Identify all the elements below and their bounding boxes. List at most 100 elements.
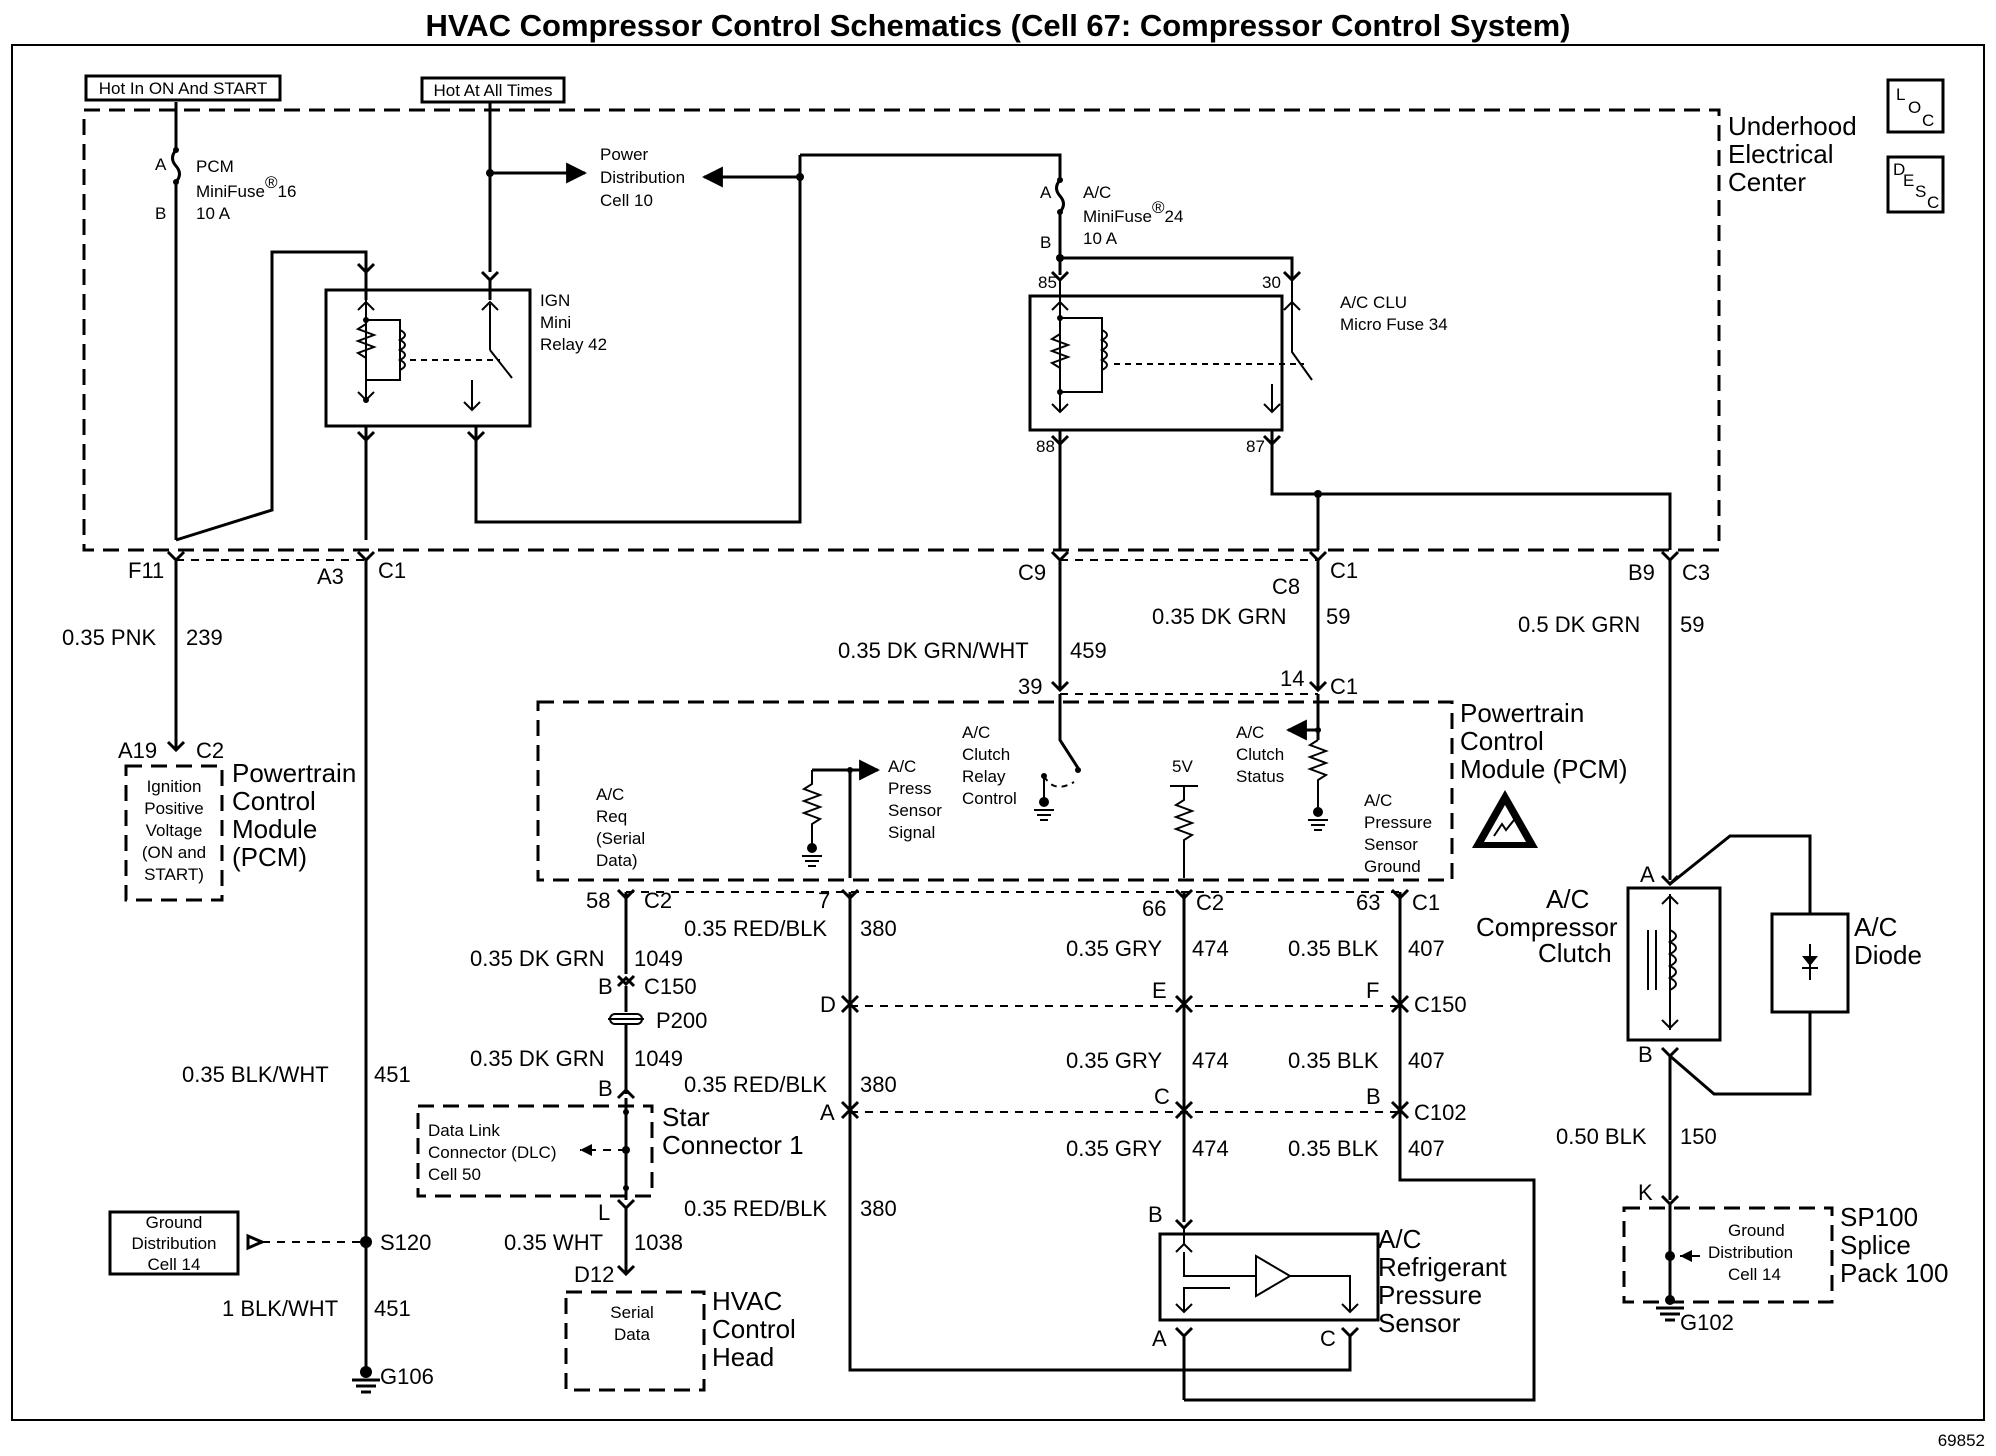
svg-text:A/C: A/C: [1546, 884, 1589, 914]
esd-warning-icon: [1472, 790, 1538, 848]
star-connector-1: Data Link Connector (DLC) Cell 50 Star C…: [416, 1098, 804, 1200]
wire-407b-number: 407: [1408, 1048, 1445, 1073]
svg-text:C2: C2: [196, 738, 224, 763]
pcm-main-box: [536, 700, 1454, 882]
svg-text:A/C: A/C: [1364, 791, 1392, 810]
svg-text:Req: Req: [596, 807, 627, 826]
svg-text:5V: 5V: [1172, 757, 1193, 776]
svg-text:O: O: [1908, 98, 1921, 117]
connector-p200: P200: [608, 1008, 707, 1033]
svg-text:Data): Data): [596, 851, 638, 870]
svg-text:Relay: Relay: [962, 767, 1006, 786]
pcm-press-sensor-circuit: A/C Press Sensor Signal: [801, 757, 942, 878]
svg-text:A3: A3: [317, 564, 344, 589]
svg-text:C9: C9: [1018, 560, 1046, 585]
svg-text:Pack 100: Pack 100: [1840, 1258, 1948, 1288]
wire-59b-number: 59: [1680, 612, 1704, 637]
svg-text:88: 88: [1036, 437, 1055, 456]
pcm-main-name-3: Module (PCM): [1460, 754, 1628, 784]
wire-239-number: 239: [186, 625, 223, 650]
svg-text:58: 58: [586, 888, 610, 913]
svg-text:F11: F11: [128, 558, 164, 583]
diagram-title: HVAC Compressor Control Schematics (Cell…: [426, 8, 1571, 43]
svg-text:Cell 14: Cell 14: [1728, 1265, 1781, 1284]
svg-text:Pressure: Pressure: [1364, 813, 1432, 832]
svg-text:C: C: [1154, 1084, 1170, 1109]
svg-text:C102: C102: [1414, 1100, 1467, 1125]
svg-text:A: A: [155, 155, 167, 174]
hot-on-start-box: [84, 74, 282, 102]
svg-text:A19: A19: [118, 738, 157, 763]
sp100-splice-pack: Ground Distribution Cell 14 SP100 Splice…: [1622, 1202, 1948, 1304]
wire-459-number: 459: [1070, 638, 1107, 663]
top-connector-row: F11 A3 C1 C9 C8 C1 B9 C3: [128, 550, 1710, 599]
hot-on-start-label: Hot In ON And START: [99, 79, 268, 98]
wire-380c-gauge: 0.35 RED/BLK: [684, 1196, 827, 1221]
svg-text:(ON and: (ON and: [142, 843, 206, 862]
svg-text:A/C: A/C: [962, 723, 990, 742]
svg-text:C1: C1: [1330, 558, 1358, 583]
svg-text:F: F: [1366, 978, 1379, 1003]
svg-text:A/C: A/C: [1854, 912, 1897, 942]
svg-text:Star: Star: [662, 1102, 710, 1132]
svg-text:Ground: Ground: [146, 1213, 203, 1232]
svg-text:SP100: SP100: [1840, 1202, 1918, 1232]
svg-text:S120: S120: [380, 1230, 431, 1255]
figure-number: 69852: [1938, 1431, 1985, 1450]
svg-text:MiniFuse®24: MiniFuse®24: [1083, 198, 1183, 227]
svg-text:Data Link: Data Link: [428, 1121, 500, 1140]
svg-text:Positive: Positive: [144, 799, 204, 818]
wire-474b-gauge: 0.35 GRY: [1066, 1048, 1163, 1073]
wire-1038-number: 1038: [634, 1230, 683, 1255]
svg-text:Relay 42: Relay 42: [540, 335, 607, 354]
ground-g102-icon: G102: [1656, 1295, 1734, 1335]
svg-text:Sensor: Sensor: [1378, 1308, 1461, 1338]
ac-diode: A/C Diode: [1770, 912, 1922, 1014]
svg-text:C: C: [1927, 193, 1939, 212]
loc-legend-icon: L O C: [1886, 78, 1945, 134]
svg-text:Module: Module: [232, 814, 317, 844]
underhood-electrical-center-box: [82, 108, 1721, 552]
wire-239-gauge: 0.35 PNK: [62, 625, 156, 650]
svg-text:P200: P200: [656, 1008, 707, 1033]
wire-380b-gauge: 0.35 RED/BLK: [684, 1072, 827, 1097]
splice-s120: [360, 1236, 372, 1248]
wire-474b-number: 474: [1192, 1048, 1229, 1073]
svg-text:A: A: [1152, 1326, 1167, 1351]
wire-59a-number: 59: [1326, 604, 1350, 629]
svg-text:Control: Control: [232, 786, 316, 816]
svg-text:C: C: [1922, 111, 1934, 130]
wire-59a-gauge: 0.35 DK GRN: [1152, 604, 1287, 629]
svg-text:PCM: PCM: [196, 157, 234, 176]
wire-380b-number: 380: [860, 1072, 897, 1097]
underhood-label-3: Center: [1728, 167, 1806, 197]
svg-text:C1: C1: [1330, 674, 1358, 699]
wire-1049b-number: 1049: [634, 1046, 683, 1071]
svg-text:Connector 1: Connector 1: [662, 1130, 804, 1160]
power-dist-label-1: Power: [600, 145, 649, 164]
svg-text:Sensor: Sensor: [1364, 835, 1418, 854]
svg-text:Press: Press: [888, 779, 931, 798]
svg-text:Cell 50: Cell 50: [428, 1165, 481, 1184]
wire-1049a-gauge: 0.35 DK GRN: [470, 946, 605, 971]
svg-text:L: L: [598, 1200, 610, 1225]
power-dist-label-3: Cell 10: [600, 191, 653, 210]
svg-text:B9: B9: [1628, 560, 1655, 585]
wire-474c-number: 474: [1192, 1136, 1229, 1161]
svg-text:L: L: [1896, 85, 1905, 104]
pcm-main-name-1: Powertrain: [1460, 698, 1584, 728]
svg-text:A/C: A/C: [1236, 723, 1264, 742]
svg-text:Connector (DLC): Connector (DLC): [428, 1143, 557, 1162]
wire-1049a-number: 1049: [634, 946, 683, 971]
desc-legend-icon: D E S C: [1886, 155, 1945, 214]
wire-474c-gauge: 0.35 GRY: [1066, 1136, 1163, 1161]
wire-380a-number: 380: [860, 916, 897, 941]
svg-text:Clutch: Clutch: [962, 745, 1010, 764]
wire-1038-gauge: 0.35 WHT: [504, 1230, 603, 1255]
svg-text:Clutch: Clutch: [1538, 938, 1612, 968]
wire-407a-gauge: 0.35 BLK: [1288, 936, 1379, 961]
svg-text:Voltage: Voltage: [146, 821, 203, 840]
svg-text:B: B: [598, 974, 613, 999]
svg-text:K: K: [1638, 1180, 1653, 1205]
svg-text:A: A: [820, 1100, 835, 1125]
